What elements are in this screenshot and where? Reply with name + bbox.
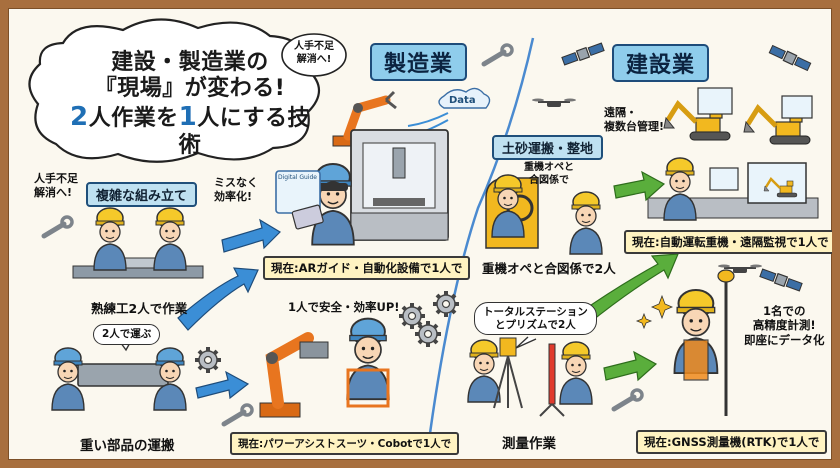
survey-instrument-icon xyxy=(493,337,523,409)
bar-ar-guide: 現在:ARガイド・自動化設備で1人で xyxy=(263,256,471,280)
side-note-line-2: 解消へ! xyxy=(34,185,73,199)
bar-power-assist: 現在:パワーアシストスーツ・Cobotで1人で xyxy=(230,432,460,455)
bar-gnss: 現在:GNSS測量機(RTK)で1人で xyxy=(636,430,828,454)
arrow-icon xyxy=(177,267,259,331)
note-operator-signal: 重機オペと 合図係で xyxy=(504,162,594,187)
bubble-carry-two: 2人で運ぶ xyxy=(93,324,161,345)
gnss-pole-icon xyxy=(717,269,735,416)
arrow-icon xyxy=(195,370,250,400)
caption-operator-two: 重機オペと合図係で2人 xyxy=(482,261,616,276)
bubble-total-station-line-1: トータルステーション xyxy=(483,306,588,318)
arrow-icon xyxy=(603,350,658,382)
corner-bubble-line-1: 人手不足 xyxy=(294,41,334,52)
bubble-total-station: トータルステーション とプリズムで2人 xyxy=(474,302,597,336)
note-error-free-line-1: ミスなく xyxy=(214,176,258,189)
digital-guide-screen-label: Digital Guide xyxy=(278,174,317,181)
note-error-free: ミスなく 効率化! xyxy=(214,176,258,204)
note-precision-line-3: 即座にデータ化 xyxy=(744,332,825,347)
caption-heavy-parts: 重い部品の運搬 xyxy=(80,438,175,454)
header-construction: 建設業 xyxy=(612,44,710,82)
title-cloud xyxy=(28,18,321,163)
title-num-2: 2 xyxy=(70,101,89,132)
header-manufacturing: 製造業 xyxy=(370,43,468,81)
title-num-1: 1 xyxy=(178,101,198,132)
arrow-icon xyxy=(577,253,679,325)
cnc-machine-icon xyxy=(350,129,449,241)
cobot-icon xyxy=(259,332,329,418)
arrow-icon xyxy=(221,218,281,253)
tag-complex-assembly: 複雑な組み立て xyxy=(86,182,198,207)
prism-pole-icon xyxy=(539,343,565,417)
illustration-layer xyxy=(28,18,819,449)
note-remote-line-2: 複数台管理! xyxy=(604,119,665,133)
title-line-3: 2人作業を1人にする技術 xyxy=(70,102,310,159)
note-operator-signal-line-1: 重機オペと xyxy=(524,162,574,173)
title-line-2: 『現場』が変わる! xyxy=(94,75,286,101)
bubble-total-station-line-2: とプリズムで2人 xyxy=(494,318,576,331)
section-divider xyxy=(426,37,535,449)
side-note-labor: 人手不足 解消へ! xyxy=(34,172,78,200)
note-precision-line-2: 高精度計測! xyxy=(752,318,816,333)
caption-survey: 測量作業 xyxy=(502,436,556,452)
note-error-free-line-2: 効率化! xyxy=(214,189,253,203)
tag-earthwork: 土砂運搬・整地 xyxy=(492,135,604,160)
note-operator-signal-line-2: 合図係で xyxy=(529,174,569,186)
arrow-icon xyxy=(613,170,666,202)
note-precision-line-1: 1名での xyxy=(762,304,806,318)
title-mid: 人作業を xyxy=(88,105,179,131)
note-precision: 1名での 高精度計測! 即座にデータ化 xyxy=(744,304,825,347)
corner-bubble-text: 人手不足 解消へ! xyxy=(287,41,341,66)
title-line-1: 建設・製造業の xyxy=(111,50,269,75)
note-safety-up: 1人で安全・効率UP! xyxy=(288,300,400,314)
robot-arm-icon xyxy=(332,90,397,147)
main-title: 建設・製造業の 『現場』が変わる! 2人作業を1人にする技術 xyxy=(70,50,310,159)
corner-bubble-line-2: 解消へ! xyxy=(296,53,332,65)
title-end: 人にする技術 xyxy=(178,105,310,158)
note-remote-line-1: 遠隔・ xyxy=(604,106,637,119)
data-cloud-label: Data xyxy=(449,95,476,106)
bar-autonomous: 現在:自動運転重機・遠隔監視で1人で xyxy=(624,230,832,254)
caption-skilled-two: 熟練工2人で作業 xyxy=(91,301,188,316)
side-note-line-1: 人手不足 xyxy=(34,172,78,185)
note-remote-management: 遠隔・ 複数台管理! xyxy=(604,106,664,134)
